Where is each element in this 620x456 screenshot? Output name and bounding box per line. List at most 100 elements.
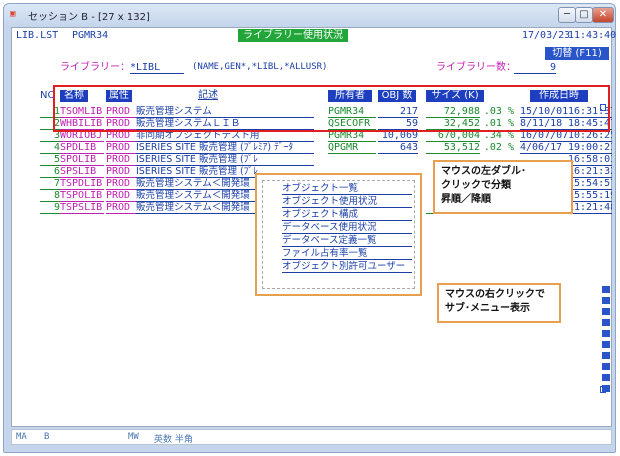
- submenu-item-db-definitions[interactable]: データベース定義一覧: [282, 235, 412, 247]
- program-name: PGMR34: [72, 30, 109, 41]
- created-time: 15:54:57: [568, 178, 612, 190]
- created-time: 19:00:23: [568, 142, 612, 154]
- callout-line: マウスの右クリックで: [445, 289, 545, 300]
- library-desc: ISERIES SITE 販売管理 (ﾌﾟﾚ: [136, 166, 314, 178]
- object-count: 59: [378, 118, 418, 130]
- library-attr: PROD: [106, 178, 136, 190]
- size-percent: .03 %: [483, 106, 514, 117]
- library-attr: PROD: [106, 190, 136, 202]
- library-count-label: ライブラリー数：: [436, 62, 516, 73]
- col-size[interactable]: サイズ (K): [426, 90, 484, 102]
- library-attr: PROD: [106, 130, 136, 142]
- col-attr[interactable]: 属性: [106, 90, 132, 102]
- library-name[interactable]: TSOMLIB: [60, 106, 104, 118]
- library-attr: PROD: [106, 202, 136, 214]
- library-name[interactable]: SPDLIB: [60, 142, 104, 154]
- library-desc: 販売管理システムＬＩＢ: [136, 118, 314, 130]
- library-size: 32,452: [426, 118, 480, 130]
- screen-id: LIB.LST: [16, 30, 59, 41]
- callout-line: サブ･メニュー表示: [445, 303, 530, 314]
- row-number: 6: [40, 166, 60, 178]
- library-name[interactable]: SPSLIB: [60, 166, 104, 178]
- library-owner: PGMR34: [328, 130, 376, 142]
- library-desc: 非同期オブジェクトテスト用: [136, 130, 314, 142]
- created-date: 8/11/18: [520, 118, 570, 130]
- submenu-item-db-usage[interactable]: データベース使用状況: [282, 222, 412, 234]
- header-time: 11:43:40: [568, 30, 617, 41]
- status-mw: MW: [128, 432, 139, 442]
- created-time: 10:26:25: [568, 130, 612, 142]
- submenu-item-file-occupancy[interactable]: ファイル占有率一覧: [282, 248, 412, 260]
- library-desc: ISERIES SITE 販売管理 (ﾌﾟﾚ: [136, 154, 314, 166]
- window-title: セッション B - [27 x 132]: [28, 12, 150, 23]
- row-number: 1: [40, 106, 60, 118]
- created-time: 11:21:48: [568, 202, 612, 214]
- library-attr: PROD: [106, 118, 136, 130]
- created-date: 4/06/17: [520, 142, 570, 154]
- header-highlight-box: [53, 85, 610, 132]
- library-name[interactable]: TSPSLIB: [60, 202, 104, 214]
- scroll-bars-indicator: [602, 286, 610, 396]
- submenu-item-authorized-users[interactable]: オブジェクト別許可ユーザー: [282, 261, 412, 273]
- library-desc: ISERIES SITE 販売管理 (ﾌﾟﾚﾐｱ) ﾃﾞｰﾀ: [136, 142, 314, 154]
- library-size: 53,512: [426, 142, 480, 154]
- scroll-down-marker[interactable]: [600, 386, 606, 393]
- object-count: 217: [378, 106, 418, 118]
- col-desc[interactable]: 記述: [198, 90, 218, 101]
- maximize-button[interactable]: □: [575, 7, 593, 23]
- callout-double-click: マウスの左ダブル･ クリックで分類 昇順／降順: [433, 160, 573, 214]
- created-date: 16/07/07: [520, 130, 570, 142]
- row-number: 9: [40, 202, 60, 214]
- terminal-screen[interactable]: LIB.LST PGMR34 ライブラリー使用状況 17/03/23 11:43…: [11, 27, 616, 427]
- library-desc: 販売管理システム＜開発環: [136, 190, 314, 202]
- size-percent: .02 %: [483, 142, 514, 153]
- library-name[interactable]: TSPOLIB: [60, 190, 104, 202]
- submenu-item-object-list[interactable]: オブジェクト一覧: [282, 183, 412, 195]
- col-obj[interactable]: OBJ 数: [378, 90, 416, 102]
- created-date: 15/10/01: [520, 106, 570, 118]
- library-name[interactable]: TSPDLIB: [60, 178, 104, 190]
- library-owner: PGMR34: [328, 106, 376, 118]
- status-input-mode: 英数 半角: [154, 435, 193, 445]
- col-owner[interactable]: 所有者: [328, 90, 372, 102]
- library-name[interactable]: WHBILIB: [60, 118, 104, 130]
- object-count: 643: [378, 142, 418, 154]
- object-count: 10,069: [378, 130, 418, 142]
- row-number: 8: [40, 190, 60, 202]
- status-session: B: [44, 432, 50, 442]
- created-time: 15:55:19: [568, 190, 612, 202]
- switch-f11-button[interactable]: 切替 (F11): [545, 47, 609, 60]
- row-number: 2: [40, 118, 60, 130]
- library-size: 72,988: [426, 106, 480, 118]
- library-desc: 販売管理システム＜開発環: [136, 178, 314, 190]
- col-created[interactable]: 作成日時: [530, 90, 588, 102]
- submenu-item-object-structure[interactable]: オブジェクト構成: [282, 209, 412, 221]
- row-number: 3: [40, 130, 60, 142]
- screen-title: ライブラリー使用状況: [238, 29, 348, 42]
- col-name[interactable]: 名称: [60, 90, 88, 102]
- library-desc: 販売管理システム: [136, 106, 314, 118]
- col-no: NO: [40, 90, 56, 101]
- scroll-up-marker[interactable]: [600, 104, 606, 111]
- status-bar: MA B MW 英数 半角: [11, 429, 612, 445]
- library-input[interactable]: *LIBL: [130, 62, 184, 74]
- library-owner: QPGMR: [328, 142, 376, 154]
- library-label: ライブラリー：: [60, 62, 130, 73]
- status-ma: MA: [16, 432, 27, 442]
- library-name[interactable]: WORIOBJ: [60, 130, 104, 142]
- submenu-item-object-usage[interactable]: オブジェクト使用状況: [282, 196, 412, 208]
- minimize-button[interactable]: ─: [558, 7, 576, 23]
- callout-line: 昇順／降順: [441, 194, 491, 205]
- header-date: 17/03/23: [522, 30, 571, 41]
- library-name[interactable]: SPOLIB: [60, 154, 104, 166]
- library-attr: PROD: [106, 154, 136, 166]
- row-number: 5: [40, 154, 60, 166]
- close-button[interactable]: ✕: [592, 7, 614, 23]
